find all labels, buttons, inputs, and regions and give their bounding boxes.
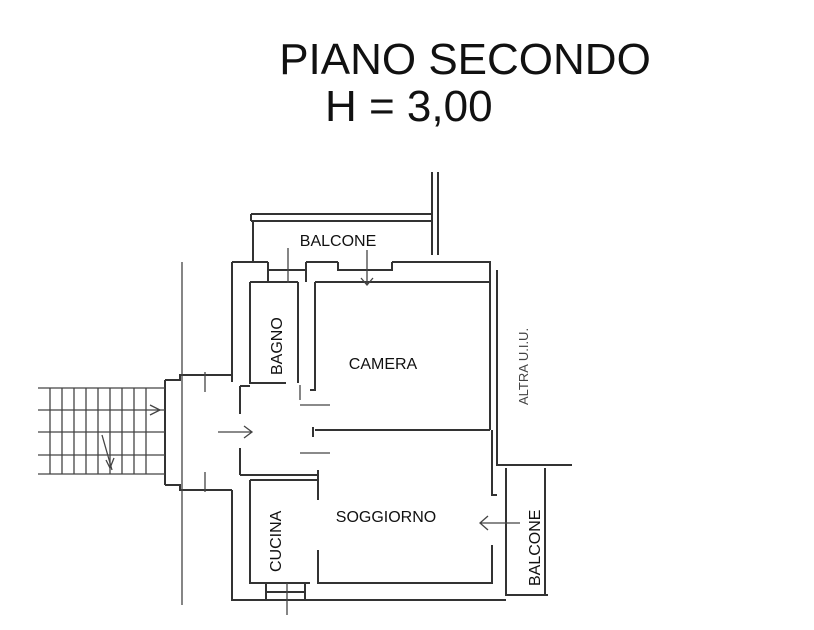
- room-label-bagno: BAGNO: [269, 317, 286, 375]
- room-label-camera: CAMERA: [349, 356, 418, 373]
- door-arrows: [149, 248, 520, 615]
- plan-title: PIANO SECONDO: [279, 35, 651, 84]
- room-label-cucina: CUCINA: [268, 510, 285, 572]
- room-label-balcone-top: BALCONE: [300, 233, 376, 250]
- walls: [38, 172, 572, 605]
- label-altra-uiu: ALTRA U.I.U.: [516, 328, 531, 405]
- room-label-soggiorno: SOGGIORNO: [336, 509, 436, 526]
- height-label: H = 3,00: [325, 82, 493, 131]
- room-label-balcone-right: BALCONE: [527, 510, 544, 586]
